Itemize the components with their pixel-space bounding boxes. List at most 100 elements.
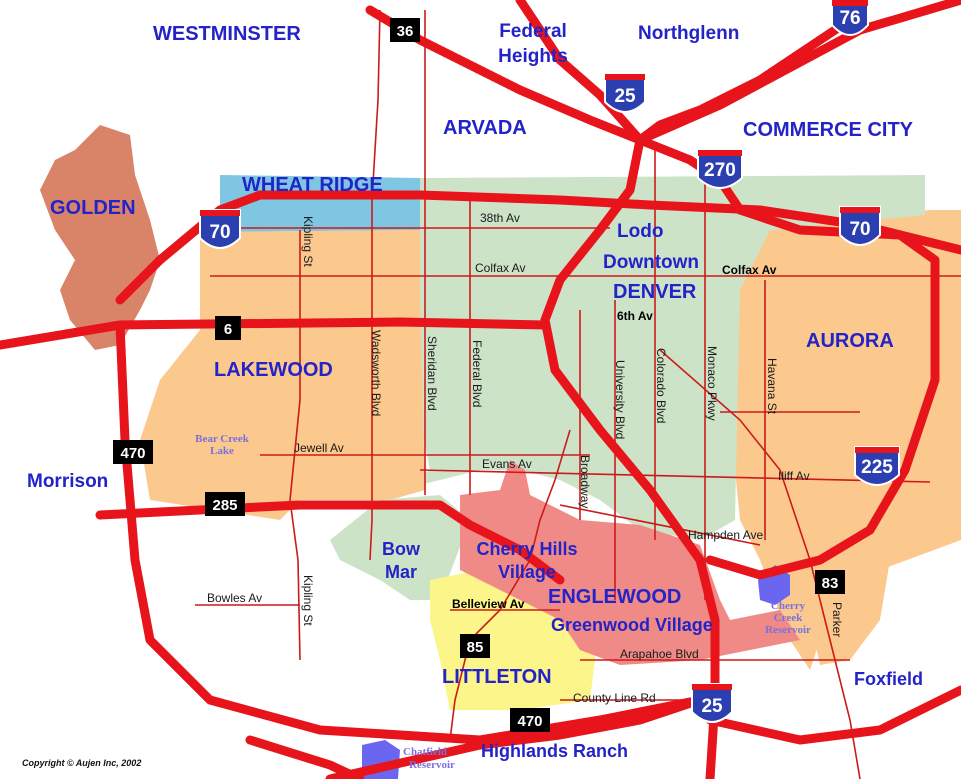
road-e470 — [705, 685, 961, 745]
svg-text:270: 270 — [704, 160, 736, 181]
interstate-70-west-shield: 70 — [199, 209, 241, 249]
region-golden — [40, 125, 160, 350]
label-iliff-av: Iliff Av — [778, 469, 810, 483]
city-westminster: WESTMINSTER — [153, 23, 301, 45]
city-foxfield: Foxfield — [854, 669, 923, 689]
city-bow-mar-2: Mar — [385, 562, 417, 582]
copyright-text: Copyright © Aujen Inc, 2002 — [22, 758, 141, 768]
city-commerce-city: COMMERCE CITY — [743, 119, 914, 141]
region-fills — [40, 125, 961, 710]
sh85-shield: 85 — [460, 634, 490, 658]
city-lakewood: LAKEWOOD — [214, 359, 333, 381]
street-labels: 38th Av Colfax Av Colfax Av 6th Av Kipli… — [207, 211, 844, 705]
sh470-west-shield: 470 — [113, 440, 153, 464]
label-jewell-av: Jewell Av — [294, 441, 344, 455]
road-c470-south — [325, 695, 705, 779]
city-golden: GOLDEN — [50, 197, 136, 219]
interstate-25-south-shield: 25 — [691, 683, 733, 723]
sh83-shield: 83 — [815, 570, 845, 594]
road-extra-south — [245, 735, 365, 779]
label-38th-av: 38th Av — [480, 211, 520, 225]
label-havana-st: Havana St — [765, 358, 779, 415]
road-us285 — [95, 500, 565, 585]
label-hampden-ave: Hampden Ave — [688, 528, 763, 542]
us285-shield: 285 — [205, 492, 245, 516]
label-cherry-creek-res-1: Cherry — [771, 600, 806, 612]
city-morrison: Morrison — [27, 471, 108, 492]
road-i70 — [115, 190, 961, 305]
city-federal-heights-2: Heights — [498, 46, 568, 67]
label-university-blvd: University Blvd — [613, 360, 627, 439]
label-evans-av: Evans Av — [482, 457, 532, 471]
city-arvada: ARVADA — [443, 117, 527, 139]
city-highlands-ranch: Highlands Ranch — [481, 741, 628, 761]
label-belleview-av: Belleview Av — [452, 597, 525, 611]
city-federal-heights-1: Federal — [499, 21, 567, 42]
label-arapahoe-blvd: Arapahoe Blvd — [620, 647, 699, 661]
label-kipling-st-north: Kipling St — [301, 216, 315, 267]
svg-text:83: 83 — [822, 575, 839, 592]
svg-text:470: 470 — [120, 445, 145, 462]
road-i25-north — [515, 0, 720, 779]
city-littleton: LITTLETON — [442, 666, 552, 688]
svg-text:285: 285 — [212, 497, 237, 514]
interstate-225-shield: 225 — [854, 446, 900, 486]
svg-text:85: 85 — [467, 639, 484, 656]
label-bear-creek-lake-2: Lake — [210, 445, 234, 457]
city-englewood: ENGLEWOOD — [548, 586, 681, 608]
route-shields: 36 6 470 285 85 470 83 — [113, 18, 845, 732]
interstate-shields: 76 25 270 70 70 225 — [199, 0, 900, 723]
city-cherry-hills-2: Village — [498, 562, 556, 582]
label-bear-creek-lake-1: Bear Creek — [195, 433, 250, 445]
city-downtown: Downtown — [603, 252, 699, 273]
svg-text:225: 225 — [861, 457, 893, 478]
road-i270-north — [635, 15, 855, 145]
svg-text:6: 6 — [224, 321, 232, 338]
road-us6 — [0, 317, 550, 350]
c470-south-shield: 470 — [510, 708, 550, 732]
svg-text:36: 36 — [397, 23, 414, 40]
label-monaco-pkwy: Monaco Pkwy — [705, 346, 719, 421]
city-lodo: Lodo — [617, 221, 663, 242]
us6-shield: 6 — [215, 316, 241, 340]
region-denver — [400, 175, 925, 540]
label-chatfield-res-1: Chatfield — [403, 746, 447, 758]
label-colfax-av-east: Colfax Av — [722, 263, 777, 277]
svg-text:25: 25 — [614, 86, 636, 107]
label-6th-av: 6th Av — [617, 309, 653, 323]
label-sheridan-blvd: Sheridan Blvd — [425, 336, 439, 411]
city-wheat-ridge: WHEAT RIDGE — [242, 174, 383, 196]
label-federal-blvd: Federal Blvd — [470, 340, 484, 407]
interstate-25-north-shield: 25 — [604, 73, 646, 113]
label-cherry-creek-res-2: Creek — [774, 612, 803, 624]
city-greenwood-village: Greenwood Village — [551, 615, 713, 635]
region-wheat-ridge — [220, 175, 420, 232]
city-cherry-hills-1: Cherry Hills — [476, 539, 577, 559]
svg-text:470: 470 — [517, 713, 542, 730]
water-labels: Bear Creek Lake Cherry Creek Reservoir C… — [195, 433, 811, 771]
interstate-76-shield: 76 — [831, 0, 869, 36]
road-i76 — [635, 0, 961, 145]
svg-text:70: 70 — [209, 222, 230, 243]
label-county-line-rd: County Line Rd — [573, 691, 656, 705]
region-aurora — [735, 210, 961, 670]
arterial-streets — [195, 9, 961, 779]
svg-text:76: 76 — [839, 8, 860, 29]
interstate-270-shield: 270 — [697, 149, 743, 189]
region-bow-mar — [330, 495, 470, 600]
interstate-70-east-shield: 70 — [839, 206, 881, 246]
label-wadsworth-blvd: Wadsworth Blvd — [369, 330, 383, 416]
label-colorado-blvd: Colorado Blvd — [654, 348, 668, 423]
city-northglenn: Northglenn — [638, 23, 739, 44]
city-aurora: AURORA — [806, 330, 894, 352]
region-lakewood — [140, 230, 425, 520]
label-broadway: Broadway — [578, 455, 592, 508]
svg-text:25: 25 — [701, 696, 723, 717]
label-kipling-st-south: Kipling St — [301, 575, 315, 626]
city-bow-mar-1: Bow — [382, 539, 421, 559]
label-parker: Parker — [830, 602, 844, 637]
city-labels: WESTMINSTER Federal Heights Northglenn A… — [27, 21, 923, 761]
